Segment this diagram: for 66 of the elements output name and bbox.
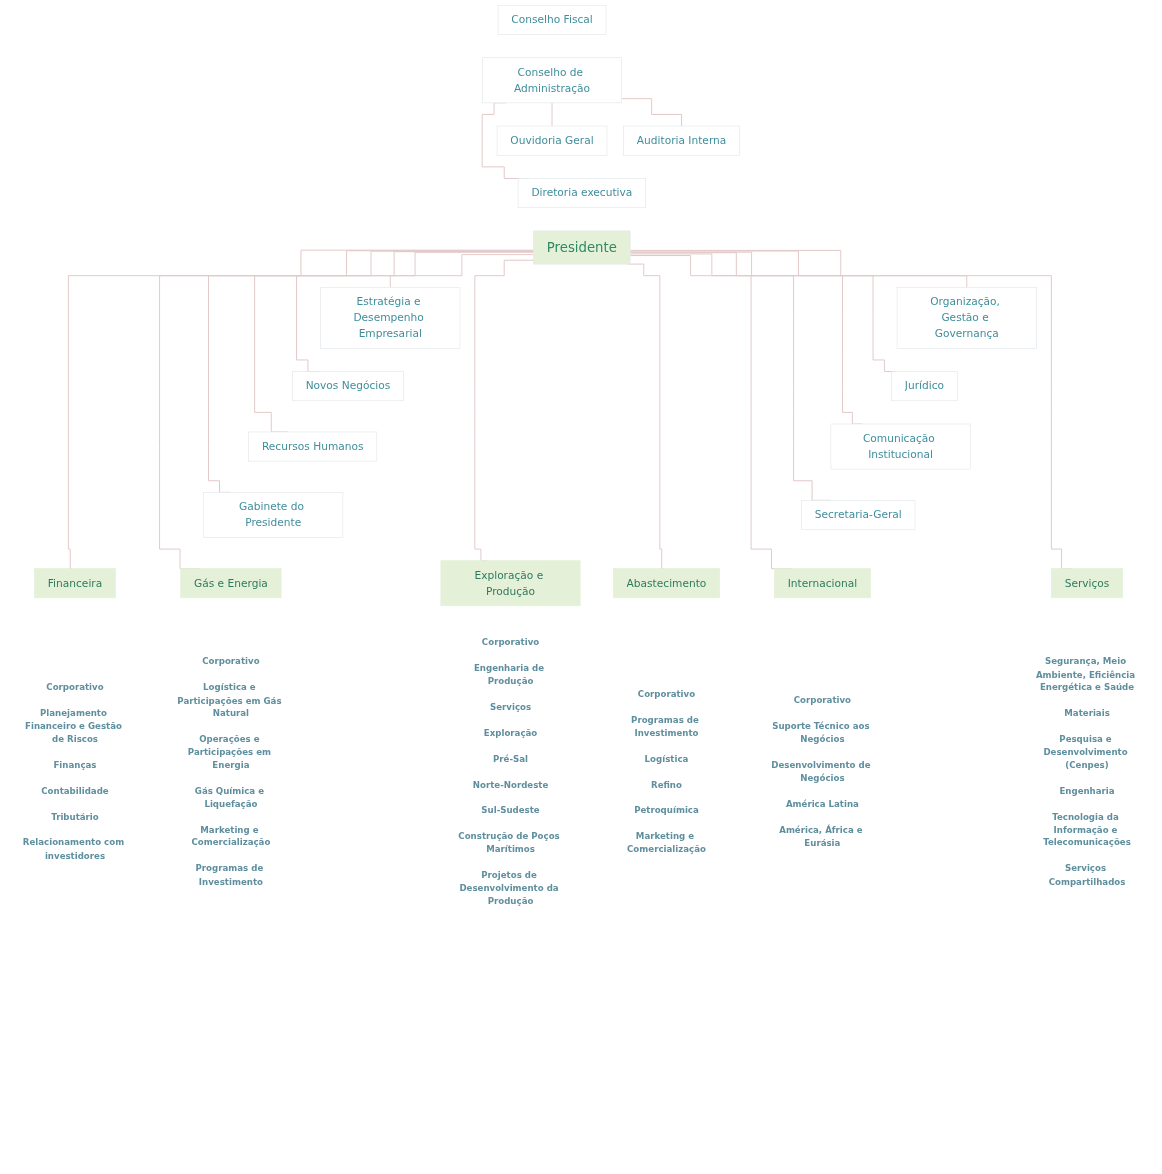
- node-label: Tecnologia da Informação e Telecomunicações: [1043, 811, 1131, 848]
- node-box: [830, 423, 971, 470]
- node-label: Pré-Sal: [493, 753, 529, 764]
- connector: [629, 250, 968, 288]
- node-label: Refino: [650, 779, 682, 790]
- node-label: Tributário: [51, 811, 99, 822]
- connector: [208, 250, 535, 493]
- node-label: Petroquímica: [634, 805, 699, 816]
- node-box: [517, 178, 646, 208]
- node-label: Norte-Nordeste: [472, 779, 549, 790]
- node-box: [1051, 568, 1123, 599]
- node-box: [203, 492, 344, 538]
- node-label: Serviços Compartilhados: [1048, 863, 1126, 887]
- node-box: [774, 568, 871, 599]
- connector: [389, 254, 535, 288]
- node-label: Segurança, Meio Ambiente, Eficiência Energética e Saúde: [1035, 656, 1136, 693]
- node-label: Logística: [644, 753, 689, 764]
- node-label: Finanças: [53, 759, 97, 770]
- node-label: Marketing e Comercialização: [191, 824, 271, 848]
- node-label: Suporte Técnico aos Negócios: [772, 721, 870, 744]
- connector: [621, 98, 683, 127]
- node-label: Marketing e Comercialização: [627, 831, 706, 854]
- node-box: [180, 568, 282, 599]
- node-label: Projetos de Desenvolvimento da Produção: [459, 869, 559, 906]
- node-box: [34, 568, 116, 599]
- node-label: Corporativo: [481, 636, 540, 647]
- node-label: Corporativo: [202, 656, 260, 667]
- node-box: [533, 230, 631, 265]
- node-label: Relacionamento com investidores: [22, 837, 125, 861]
- node-label: América, África e Eurásia: [779, 824, 863, 848]
- node-label: Engenharia de Produção: [473, 662, 545, 686]
- node-label: América Latina: [785, 798, 859, 809]
- node-label: Contabilidade: [41, 785, 109, 796]
- node-label: Corporativo: [46, 682, 104, 693]
- node-box: [248, 431, 378, 462]
- node-label: Corporativo: [793, 695, 852, 706]
- node-box: [320, 287, 461, 349]
- connector: [254, 251, 535, 433]
- node-label: Materiais: [1064, 708, 1110, 719]
- node-label: Construção de Poços Marítimos: [458, 831, 560, 854]
- node-label: Programas de Investimento: [195, 863, 264, 887]
- node-box: [891, 371, 958, 402]
- node-box: [292, 371, 404, 402]
- node-box: [496, 125, 608, 156]
- node-box: [896, 287, 1037, 349]
- node-label: Gás Química e Liquefação: [194, 785, 264, 809]
- node-label: Corporativo: [637, 688, 696, 699]
- node-box: [440, 560, 581, 607]
- node-label: Sul-Sudeste: [481, 805, 540, 816]
- node-label: Desenvolvimento de Negócios: [771, 759, 871, 783]
- node-box: [623, 125, 740, 156]
- node-label: Programas de Investimento: [631, 714, 699, 738]
- node-label: Operações e Participações em Energia: [187, 734, 271, 770]
- node-label: Serviços: [490, 701, 532, 712]
- connector: [296, 251, 535, 373]
- connector: [474, 259, 535, 562]
- connector: [67, 249, 535, 570]
- node-label: Engenharia: [1059, 785, 1115, 796]
- node-label: Logística e Participações em Gás Natural: [177, 682, 282, 719]
- node-label: Exploração: [483, 727, 538, 738]
- node-label: Planejamento Financeiro e Gestão de Riscos: [25, 708, 122, 744]
- node-box: [801, 499, 916, 530]
- connector: [159, 250, 535, 570]
- node-box: [612, 568, 720, 599]
- node-label: Pesquisa e Desenvolvimento (Cenpes): [1043, 734, 1128, 770]
- node-box: [482, 57, 623, 104]
